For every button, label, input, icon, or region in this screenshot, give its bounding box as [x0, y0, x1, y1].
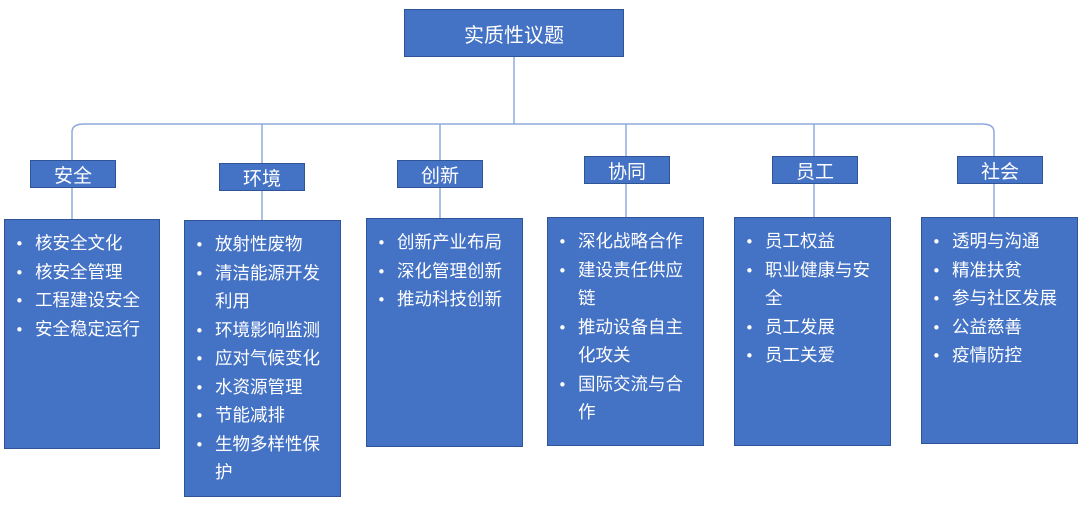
list-item: 精准扶贫: [930, 257, 1069, 286]
category-items-society: 透明与沟通 精准扶贫 参与社区发展 公益慈善 疫情防控: [921, 217, 1078, 444]
category-label-innovation: 创新: [397, 160, 483, 188]
category-label-employees: 员工: [772, 156, 858, 184]
list-item: 深化战略合作: [556, 228, 695, 257]
list-item: 参与社区发展: [930, 285, 1069, 314]
list-item: 推动设备自主化攻关: [556, 314, 695, 371]
list-item: 清洁能源开发利用: [193, 260, 332, 317]
list-item: 员工权益: [743, 228, 882, 257]
list-item: 推动科技创新: [375, 286, 514, 315]
category-label-collaboration: 协同: [584, 156, 670, 184]
category-items-safety: 核安全文化 核安全管理 工程建设安全 安全稳定运行: [4, 219, 160, 449]
list-item: 创新产业布局: [375, 229, 514, 258]
list-item: 核安全管理: [13, 259, 151, 288]
list-item: 疫情防控: [930, 342, 1069, 371]
category-label-environment: 环境: [219, 163, 305, 191]
category-label-society: 社会: [957, 156, 1043, 184]
list-item: 工程建设安全: [13, 287, 151, 316]
list-item: 节能减排: [193, 402, 332, 431]
category-items-employees: 员工权益 职业健康与安全 员工发展 员工关爱: [734, 217, 891, 446]
list-item: 员工发展: [743, 314, 882, 343]
root-topic-label: 实质性议题: [464, 22, 564, 47]
list-item: 水资源管理: [193, 374, 332, 403]
root-topic-box: 实质性议题: [404, 9, 624, 57]
list-item: 生物多样性保护: [193, 431, 332, 488]
list-item: 安全稳定运行: [13, 316, 151, 345]
list-item: 国际交流与合作: [556, 371, 695, 428]
category-items-environment: 放射性废物 清洁能源开发利用 环境影响监测 应对气候变化 水资源管理 节能减排 …: [184, 220, 341, 497]
list-item: 应对气候变化: [193, 345, 332, 374]
list-item: 透明与沟通: [930, 228, 1069, 257]
list-item: 核安全文化: [13, 230, 151, 259]
list-item: 员工关爱: [743, 342, 882, 371]
list-item: 建设责任供应链: [556, 257, 695, 314]
list-item: 公益慈善: [930, 314, 1069, 343]
list-item: 放射性废物: [193, 231, 332, 260]
list-item: 深化管理创新: [375, 258, 514, 287]
list-item: 职业健康与安全: [743, 257, 882, 314]
category-items-collaboration: 深化战略合作 建设责任供应链 推动设备自主化攻关 国际交流与合作: [547, 217, 704, 446]
category-items-innovation: 创新产业布局 深化管理创新 推动科技创新: [366, 218, 523, 447]
list-item: 环境影响监测: [193, 317, 332, 346]
category-label-safety: 安全: [30, 160, 116, 188]
